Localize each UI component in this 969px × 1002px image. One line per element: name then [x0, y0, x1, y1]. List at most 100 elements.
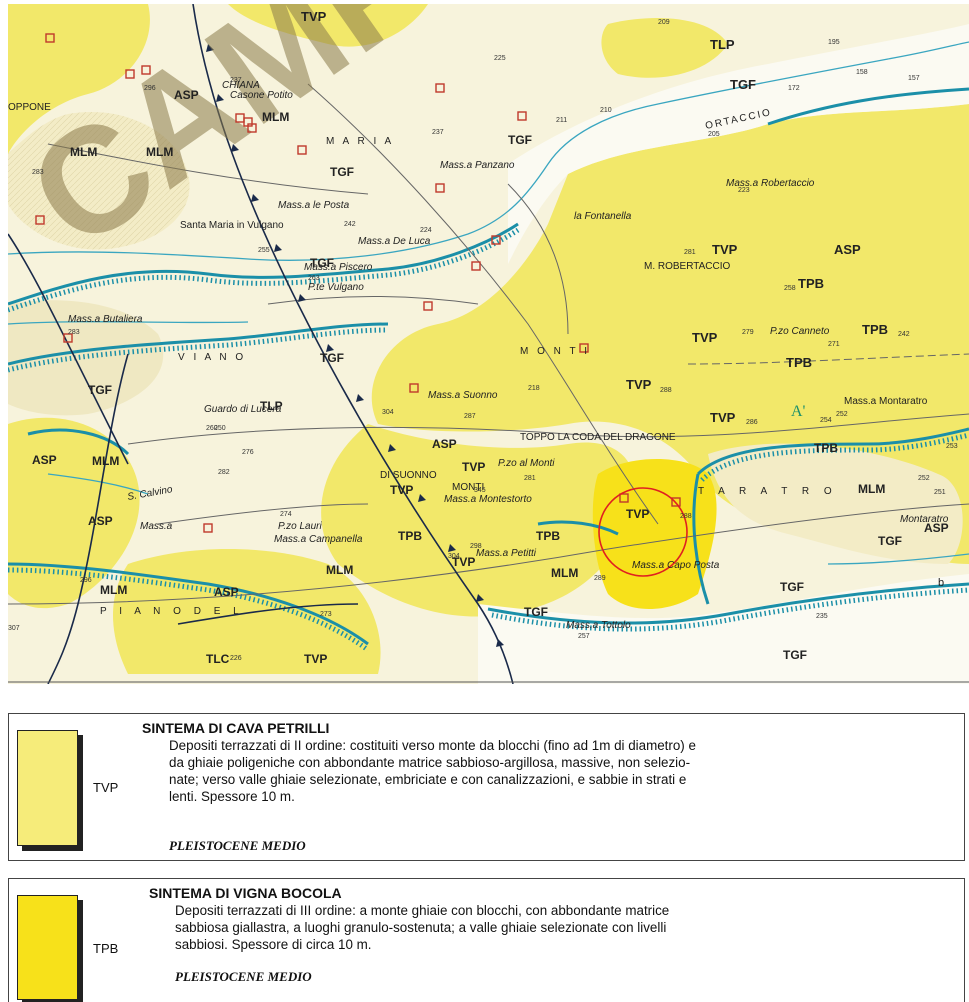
spot-height: 276 — [242, 449, 254, 456]
section-marker: A' — [791, 403, 806, 420]
river-plain-north — [508, 24, 969, 264]
unit-label: TGF — [508, 133, 532, 147]
spot-height: 210 — [600, 107, 612, 114]
unit-label: TPB — [798, 276, 824, 291]
legend-swatch-tpb — [17, 895, 78, 1000]
unit-label: MLM — [92, 454, 119, 468]
spot-height: 226 — [230, 655, 242, 662]
legend-age-tpb: PLEISTOCENE MEDIO — [175, 969, 312, 984]
unit-label: TVP — [692, 330, 718, 345]
place-name: P.te Vulgano — [308, 282, 364, 293]
place-name: Mass.a Petitti — [476, 548, 537, 559]
yellow-unit-top — [228, 4, 428, 47]
unit-label: TGF — [330, 165, 354, 179]
unit-label: TGF — [780, 580, 804, 594]
rivers — [8, 41, 969, 565]
unit-label: TGF — [783, 648, 807, 662]
spot-height: 274 — [280, 511, 292, 518]
unit-label: TPB — [814, 441, 838, 455]
legend-age-tvp: PLEISTOCENE MEDIO — [169, 838, 306, 853]
unit-label: MLM — [146, 145, 173, 159]
yellow-unit-nw — [8, 4, 150, 154]
section-markers: A' b — [791, 403, 944, 589]
geologic-map: CAMPO TVP TLP TGF ASP MLM TGF TGF ASP ML… — [8, 4, 969, 684]
yellow-unit-ne-top — [601, 18, 728, 78]
spot-height: 283 — [32, 169, 44, 176]
unit-label: ASP — [834, 242, 861, 257]
unit-label: TVP — [452, 555, 475, 569]
roads — [8, 83, 969, 605]
spot-height: 242 — [898, 331, 910, 338]
legend-line: lenti. Spessore 10 m. — [169, 789, 295, 804]
place-name: V I A N O — [178, 352, 246, 363]
unit-label: TGF — [730, 77, 756, 92]
place-name: Casone Potito — [230, 90, 293, 101]
place-names: CHIANA Casone Potito OPPONE M A R I A Ma… — [8, 80, 949, 631]
place-name: Montaratro — [900, 514, 949, 525]
legend-entry-tpb: TPB SINTEMA DI VIGNA BOCOLA Depositi ter… — [8, 878, 965, 1002]
legend-line: sabbiosa giallastra, a luoghi granulo-so… — [175, 920, 667, 935]
unit-label: TPB — [398, 529, 422, 543]
spot-height: 282 — [218, 469, 230, 476]
unit-label: TVP — [710, 410, 736, 425]
place-name: Mass.a Robertaccio — [726, 178, 815, 189]
place-name: Santa Maria in Vulgano — [180, 220, 284, 231]
highlight-circle — [598, 487, 688, 577]
spot-height: 281 — [684, 249, 696, 256]
spot-height: 237 — [432, 129, 444, 136]
spot-height: 255 — [258, 247, 270, 254]
spot-height: 205 — [708, 131, 720, 138]
spot-height: 218 — [528, 385, 540, 392]
place-name: Mass.a Suonno — [428, 390, 498, 401]
legend-title-tpb: SINTEMA DI VIGNA BOCOLA — [149, 885, 342, 901]
spot-height: 304 — [448, 553, 460, 560]
place-name: M A R I A — [326, 136, 394, 147]
spot-height: 289 — [594, 575, 606, 582]
boundary-lines — [8, 4, 514, 684]
unit-label: TPB — [786, 355, 812, 370]
terrace-scarps — [8, 87, 969, 646]
spot-height: 252 — [836, 411, 848, 418]
yellow-unit-center — [321, 424, 636, 617]
unit-label: MLM — [551, 566, 578, 580]
unit-label: MLM — [100, 583, 127, 597]
spot-height: 345 — [474, 487, 486, 494]
boundary-ticks — [206, 44, 504, 647]
unit-label: TLP — [710, 37, 735, 52]
place-name: Mass.a Montestorto — [444, 494, 532, 505]
unit-label: TPB — [536, 529, 560, 543]
unit-label: ASP — [432, 437, 457, 451]
unit-labels: TVP TLP TGF ASP MLM TGF TGF ASP MLM TVP … — [32, 9, 949, 666]
unit-label: TGF — [524, 605, 548, 619]
spot-height: 288 — [680, 513, 692, 520]
terrace-ticks — [8, 227, 969, 653]
unit-label: TLC — [206, 652, 230, 666]
legend-swatch-tvp — [17, 730, 78, 846]
unit-label: ASP — [32, 453, 57, 467]
spot-height: 307 — [8, 625, 20, 632]
river-plain-south — [478, 574, 969, 684]
yellow-unit-west — [8, 417, 140, 609]
spot-height: 263 — [308, 275, 320, 282]
spot-height: 211 — [556, 117, 567, 124]
spot-height: 288 — [660, 387, 672, 394]
spot-height: 273 — [320, 611, 332, 618]
spot-height: 253 — [946, 443, 958, 450]
spot-height: 286 — [746, 419, 758, 426]
place-name: Mass.a Butaliera — [68, 314, 143, 325]
place-name: OPPONE — [8, 102, 51, 113]
unit-label: TLP — [260, 399, 283, 413]
legend-line: Depositi terrazzati di II ordine: costit… — [169, 738, 696, 753]
spot-height: 254 — [820, 417, 832, 424]
place-name: P.zo Lauri — [278, 521, 323, 532]
unit-label: TVP — [626, 507, 649, 521]
spot-height: 172 — [788, 85, 800, 92]
spot-height: 250 — [214, 425, 226, 432]
spot-height: 296 — [144, 85, 156, 92]
legend-description-tpb: Depositi terrazzati di III ordine: a mon… — [175, 902, 949, 953]
place-name: Mass.a Campanella — [274, 534, 363, 545]
spot-height: 195 — [828, 39, 840, 46]
place-name: Mass.a Montaratro — [844, 396, 928, 407]
unit-label: TVP — [304, 652, 327, 666]
place-name: M O N T I — [520, 346, 590, 357]
